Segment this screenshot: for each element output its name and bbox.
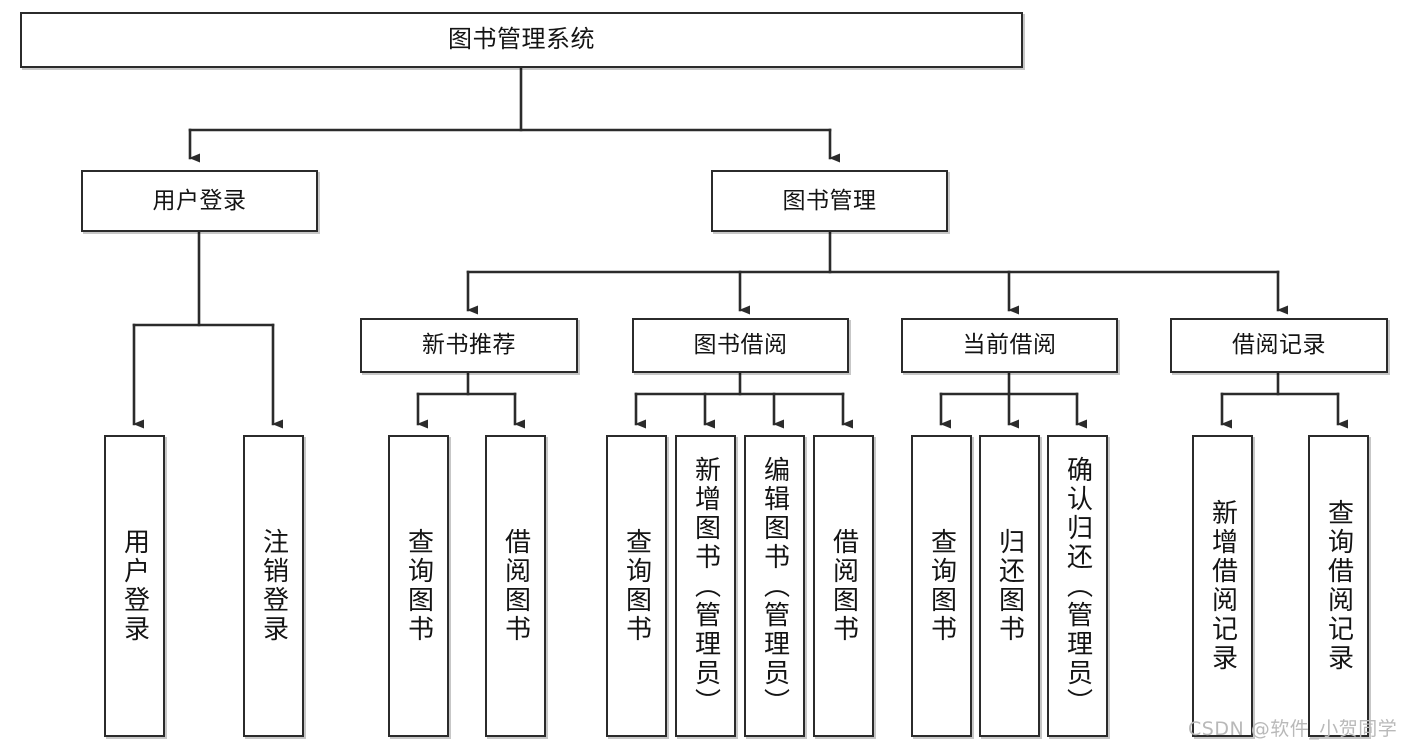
node-user-login[interactable]: 用户登录	[81, 170, 318, 232]
node-leaf-borrow-book-1-label: 借阅图书	[500, 528, 531, 644]
node-leaf-user-login[interactable]: 用户登录	[104, 435, 165, 737]
node-leaf-borrow-book-1[interactable]: 借阅图书	[485, 435, 546, 737]
node-new-book-recommendation[interactable]: 新书推荐	[360, 318, 578, 373]
node-book-borrowing[interactable]: 图书借阅	[632, 318, 849, 373]
node-leaf-user-login-label: 用户登录	[119, 528, 150, 644]
node-book-management-label: 图书管理	[782, 187, 877, 214]
node-leaf-query-borrow-record-label: 查询借阅记录	[1323, 499, 1354, 673]
node-leaf-logout[interactable]: 注销登录	[243, 435, 304, 737]
node-leaf-edit-book-admin[interactable]: 编辑图书（管理员）	[744, 435, 805, 737]
node-root-label: 图书管理系统	[448, 25, 595, 54]
node-root[interactable]: 图书管理系统	[20, 12, 1023, 68]
node-leaf-query-book-2-label: 查询图书	[621, 528, 652, 644]
node-leaf-borrow-book-2-label: 借阅图书	[828, 528, 859, 644]
node-leaf-query-book-2[interactable]: 查询图书	[606, 435, 667, 737]
node-leaf-add-borrow-record-label: 新增借阅记录	[1207, 499, 1238, 673]
node-leaf-query-book-1-label: 查询图书	[403, 528, 434, 644]
node-leaf-query-book-1[interactable]: 查询图书	[388, 435, 449, 737]
node-leaf-query-borrow-record[interactable]: 查询借阅记录	[1308, 435, 1369, 737]
node-leaf-borrow-book-2[interactable]: 借阅图书	[813, 435, 874, 737]
node-leaf-query-book-3-label: 查询图书	[926, 528, 957, 644]
node-leaf-confirm-return-admin[interactable]: 确认归还（管理员）	[1047, 435, 1108, 737]
node-leaf-add-book-admin[interactable]: 新增图书（管理员）	[675, 435, 736, 737]
node-leaf-add-book-admin-label: 新增图书（管理员）	[690, 455, 721, 717]
node-leaf-confirm-return-admin-label: 确认归还（管理员）	[1062, 455, 1093, 717]
node-user-login-label: 用户登录	[152, 187, 247, 214]
node-book-management[interactable]: 图书管理	[711, 170, 948, 232]
node-current-borrowing[interactable]: 当前借阅	[901, 318, 1118, 373]
node-book-borrowing-label: 图书借阅	[693, 332, 788, 359]
node-borrowing-record[interactable]: 借阅记录	[1170, 318, 1388, 373]
node-borrowing-record-label: 借阅记录	[1232, 332, 1326, 359]
node-leaf-logout-label: 注销登录	[258, 528, 289, 644]
node-leaf-return-book-label: 归还图书	[994, 528, 1025, 644]
node-leaf-query-book-3[interactable]: 查询图书	[911, 435, 972, 737]
node-current-borrowing-label: 当前借阅	[962, 332, 1057, 359]
node-leaf-add-borrow-record[interactable]: 新增借阅记录	[1192, 435, 1253, 737]
node-new-book-recommendation-label: 新书推荐	[422, 332, 516, 359]
node-leaf-return-book[interactable]: 归还图书	[979, 435, 1040, 737]
node-leaf-edit-book-admin-label: 编辑图书（管理员）	[759, 455, 790, 717]
